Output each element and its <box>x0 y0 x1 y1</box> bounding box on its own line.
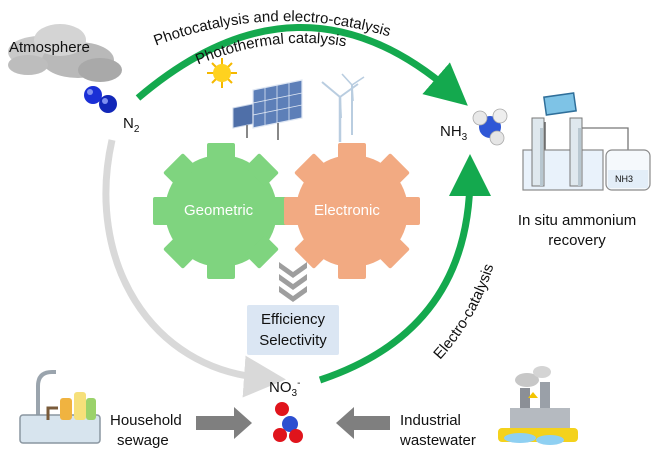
industrial-label-1: Industrial <box>400 412 461 429</box>
household-label-1: Household <box>110 412 182 429</box>
factory-icon <box>498 366 578 445</box>
chevron-down-icon <box>279 262 307 302</box>
efficiency-label: Efficiency <box>261 311 325 328</box>
selectivity-label: Selectivity <box>259 332 327 349</box>
recovery-label-1: In situ ammonium <box>517 212 637 229</box>
solar-panel-icon <box>232 79 303 140</box>
electronic-gear <box>284 143 420 279</box>
geometric-label: Geometric <box>184 202 254 219</box>
wind-turbine-icon <box>321 73 365 142</box>
gray-flow-arrow <box>102 139 286 398</box>
electronic-label: Electronic <box>314 202 380 219</box>
cloud-icon <box>8 24 122 82</box>
right-arc-label: Electro-catalysis <box>430 262 497 363</box>
top-green-arrow <box>135 24 468 106</box>
no3-label: NO3- <box>269 378 301 399</box>
industrial-arrow <box>336 407 390 439</box>
right-green-arrow <box>318 154 491 384</box>
household-label-2: sewage <box>117 432 169 449</box>
n2-label: N2 <box>123 115 140 135</box>
household-arrow <box>196 407 252 439</box>
sink-icon <box>19 370 101 444</box>
industrial-label-2: wastewater <box>400 432 476 449</box>
nh3-molecule-icon <box>472 108 508 146</box>
n2-molecule-icon <box>84 86 117 113</box>
recovery-label-2: recovery <box>548 232 606 249</box>
no3-molecule-icon <box>273 402 303 443</box>
sun-icon <box>207 58 237 88</box>
vessel-label: NH3 <box>615 174 634 184</box>
geometric-gear <box>153 143 289 279</box>
top-arc-label-2: Photothermal catalysis <box>193 30 348 69</box>
nh3-label: NH3 <box>440 123 468 143</box>
atmosphere-label: Atmosphere <box>9 39 90 56</box>
efficiency-selectivity-box: Efficiency Selectivity <box>247 305 339 355</box>
electrolysis-cell-icon <box>522 92 651 191</box>
